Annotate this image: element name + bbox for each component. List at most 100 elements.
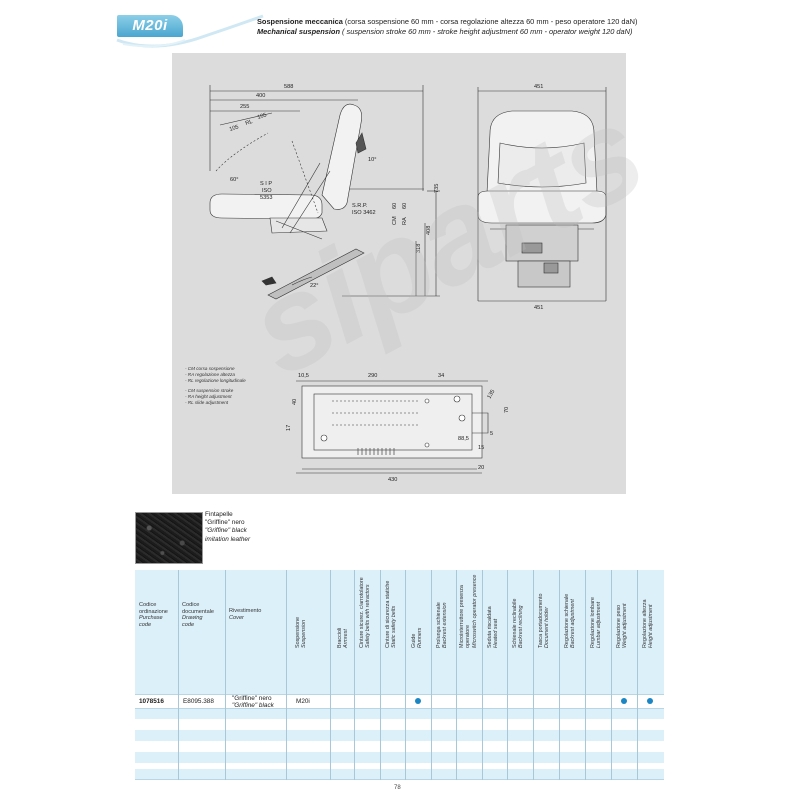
dim-318: 318 bbox=[416, 244, 422, 253]
col-divider bbox=[380, 570, 381, 780]
sip-line1: S I P bbox=[260, 181, 272, 187]
header-static-belts-en: Static safety belts bbox=[391, 605, 398, 648]
header-title-it-rest: (corsa sospensione 60 mm - corsa regolaz… bbox=[342, 17, 638, 26]
header-document-holder-en: Document holder bbox=[544, 606, 551, 648]
col-divider bbox=[178, 570, 179, 780]
col-divider bbox=[354, 570, 355, 780]
dim-105b: 105 bbox=[257, 112, 268, 121]
legend-item: - RA height adjustment bbox=[185, 394, 232, 399]
sip-line3: 5353 bbox=[260, 195, 272, 201]
dim-10deg: 10° bbox=[368, 157, 376, 163]
header-microswitch-it2: operatore bbox=[465, 624, 472, 648]
bottom-dim-34: 34 bbox=[438, 373, 444, 379]
bottom-dim-17: 17 bbox=[286, 425, 292, 431]
table-row bbox=[135, 769, 664, 780]
col-divider bbox=[482, 570, 483, 780]
dim-60deg: 60° bbox=[230, 177, 238, 183]
col-divider bbox=[286, 570, 287, 780]
upholstery-description: Fintapelle "Griffine" nero "Griffine" bl… bbox=[205, 511, 250, 544]
bottom-dim-135: 135 bbox=[487, 389, 497, 400]
header-backrest-adjustment-en: Backrest adjustment bbox=[570, 599, 577, 648]
bottom-dim-88-5: 88,5 bbox=[458, 436, 469, 442]
header-suspension-it: Sospensione bbox=[295, 616, 301, 648]
cell-cover-en: "Griffine" black bbox=[232, 702, 274, 709]
header-suspension-en: Suspension bbox=[301, 619, 308, 648]
header-cover: Rivestimento Cover bbox=[229, 608, 261, 621]
header-title-en-rest: ( suspension stroke 60 mm - stroke heigh… bbox=[339, 27, 633, 36]
header-microswitch-it: Microinterruttore presenza bbox=[459, 585, 465, 648]
weight-adjustment-dot bbox=[621, 698, 627, 704]
header-document-holder-it: Tasca portadocumento bbox=[538, 593, 544, 648]
bottom-dim-15: 15 bbox=[478, 445, 484, 451]
legend-item: - RL regolazione longitudinale bbox=[185, 378, 246, 383]
bottom-dim-5: 5 bbox=[490, 431, 493, 437]
header-armrest-en: Armrest bbox=[343, 629, 350, 648]
front-dim-top: 451 bbox=[534, 84, 543, 90]
header-microswitch-en: Microswitch operator presence bbox=[471, 574, 478, 648]
label-ra: RA bbox=[402, 217, 408, 225]
header-cover-line1: Rivestimento bbox=[229, 608, 262, 614]
header-weight-adjustment-it: Regolazione peso bbox=[616, 604, 622, 648]
upholstery-line4: imitation leather bbox=[205, 535, 251, 543]
header-purchase-code: Codice ordinazione Purchase code bbox=[139, 602, 168, 628]
dim-22deg: 22° bbox=[310, 283, 318, 289]
cell-purchase-code: 1078516 bbox=[139, 698, 164, 705]
header-runners-en: Runners bbox=[417, 627, 424, 648]
col-divider bbox=[330, 570, 331, 780]
label-cm-60: 60 bbox=[392, 203, 398, 209]
col-divider bbox=[507, 570, 508, 780]
table-rule bbox=[135, 779, 664, 780]
col-divider bbox=[637, 570, 638, 780]
header-title-it-bold: Sospensione meccanica bbox=[257, 17, 343, 26]
header-weight-adjustment-en: Weight adjustment bbox=[622, 603, 629, 648]
label-ra-60: 60 bbox=[402, 203, 408, 209]
dim-105: 105 bbox=[229, 124, 240, 133]
header-static-belts-it: Cinture di sicurezza statiche bbox=[385, 580, 391, 648]
bottom-dim-290: 290 bbox=[368, 373, 377, 379]
header-purchase-line1: Codice bbox=[139, 602, 157, 608]
bottom-dim-10-5: 10,5 bbox=[298, 373, 309, 379]
table-row bbox=[135, 730, 664, 741]
header-drawing-line3: Drawing bbox=[182, 615, 203, 622]
srp-line2: ISO 3462 bbox=[352, 210, 376, 216]
header-cover-line2: Cover bbox=[229, 614, 244, 621]
height-adjustment-dot bbox=[647, 698, 653, 704]
header-drawing-line4: code bbox=[182, 621, 195, 628]
col-divider bbox=[611, 570, 612, 780]
drawing-legend: - CM corsa sospensione - RA regolazione … bbox=[185, 366, 246, 406]
bottom-dim-70: 70 bbox=[504, 407, 510, 413]
bottom-dim-20: 20 bbox=[478, 465, 484, 471]
dim-rl: RL bbox=[245, 119, 254, 127]
col-divider bbox=[431, 570, 432, 780]
legend-item: - CM corsa sospensione bbox=[185, 366, 235, 371]
header-purchase-line3: Purchase bbox=[139, 615, 163, 622]
runners-dot bbox=[415, 698, 421, 704]
header-title-it: Sospensione meccanica (corsa sospensione… bbox=[257, 17, 637, 27]
page-number: 78 bbox=[394, 785, 401, 791]
table-row bbox=[135, 708, 664, 719]
header-backrest-extension-en: Backrest extension bbox=[442, 602, 449, 648]
dim-588: 588 bbox=[284, 84, 293, 90]
front-dim-bottom: 451 bbox=[534, 305, 543, 311]
cell-suspension: M20i bbox=[296, 698, 310, 705]
header-heated-seat-it: Seduta riscaldata bbox=[487, 606, 493, 648]
header-drawing-code: Codice documentale Drawing code bbox=[182, 602, 214, 628]
dim-255: 255 bbox=[240, 104, 249, 110]
bottom-dim-40: 40 bbox=[292, 399, 298, 405]
upholstery-line3: "Griffine" black bbox=[205, 527, 247, 535]
header-lumbar-adjustment-en: Lumbar adjustment bbox=[596, 601, 603, 648]
header-backrest-adjustment-it: Regolazione schienale bbox=[564, 593, 570, 648]
bottom-dim-430: 430 bbox=[388, 477, 397, 483]
col-divider bbox=[405, 570, 406, 780]
